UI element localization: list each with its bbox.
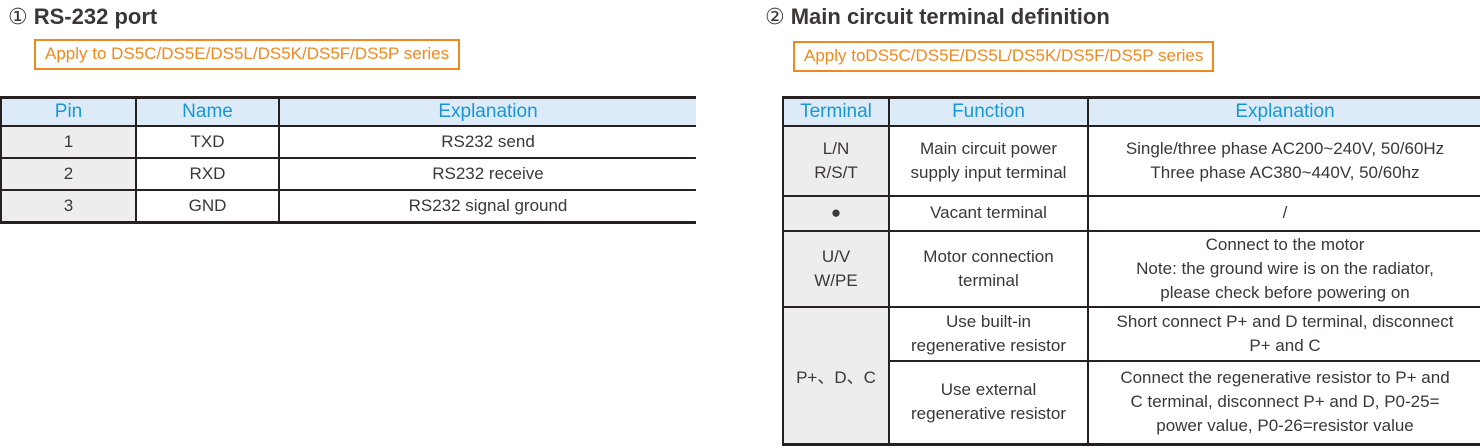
table-row: 1 TXD RS232 send bbox=[0, 124, 696, 159]
function-line: Motor connection bbox=[923, 246, 1054, 266]
cell-explanation: Connect to the motor Note: the ground wi… bbox=[1087, 229, 1480, 308]
apply-note-rs232: Apply to DS5C/DS5E/DS5L/DS5K/DS5F/DS5P s… bbox=[34, 39, 461, 70]
table-row-vacant: ● Vacant terminal / bbox=[782, 194, 1480, 232]
function-line: regenerative resistor bbox=[911, 335, 1066, 355]
cell-pin: 2 bbox=[0, 156, 137, 191]
terminal-line: W/PE bbox=[814, 270, 858, 290]
explanation-line: C terminal, disconnect P+ and D, P0-25= bbox=[1130, 392, 1440, 412]
cell-explanation: Single/three phase AC200~240V, 50/60Hz T… bbox=[1087, 124, 1480, 197]
cell-terminal-merged: P+、D、C bbox=[782, 305, 890, 446]
section-title-text: Main circuit terminal definition bbox=[790, 4, 1110, 29]
table-row-external-resistor: Use external regenerative resistor Conne… bbox=[783, 359, 1480, 446]
main-circuit-terminal-table: Terminal Function Explanation L/N R/S/T … bbox=[782, 96, 1480, 446]
cell-explanation: RS232 send bbox=[278, 124, 696, 159]
table-header-row: Pin Name Explanation bbox=[0, 96, 696, 127]
header-explanation: Explanation bbox=[1087, 96, 1480, 127]
explanation-line: Three phase AC380~440V, 50/60hz bbox=[1150, 162, 1420, 182]
section-title-text: RS-232 port bbox=[33, 4, 158, 29]
table-row: 2 RXD RS232 receive bbox=[0, 156, 696, 191]
explanation-line: please check before powering on bbox=[1160, 282, 1410, 302]
table-row-builtin-resistor: P+、D、C Use built-in regenerative resisto… bbox=[782, 305, 1480, 446]
explanation-line: power value, P0-26=resistor value bbox=[1156, 416, 1414, 436]
cell-name: GND bbox=[135, 188, 280, 224]
cell-name: RXD bbox=[135, 156, 280, 191]
explanation-line: Connect the regenerative resistor to P+ … bbox=[1120, 368, 1450, 388]
cell-explanation: RS232 signal ground bbox=[278, 188, 696, 224]
function-line: terminal bbox=[958, 270, 1019, 290]
section-number: ① bbox=[8, 4, 28, 29]
cell-function: Motor connection terminal bbox=[888, 229, 1089, 308]
cell-function: Main circuit power supply input terminal bbox=[888, 124, 1089, 197]
explanation-line: Note: the ground wire is on the radiator… bbox=[1136, 258, 1434, 278]
function-line: supply input terminal bbox=[910, 162, 1067, 182]
section-number: ② bbox=[765, 4, 785, 29]
apply-note-main-circuit: Apply toDS5C/DS5E/DS5L/DS5K/DS5F/DS5P se… bbox=[793, 41, 1215, 72]
header-name: Name bbox=[135, 96, 280, 127]
cell-explanation: Short connect P+ and D terminal, disconn… bbox=[1087, 305, 1480, 362]
terminal-line: U/V bbox=[821, 246, 851, 266]
cell-function: Use external regenerative resistor bbox=[888, 359, 1089, 446]
vacant-terminal-dot: ● bbox=[830, 203, 842, 222]
function-line: Use built-in bbox=[945, 311, 1032, 331]
header-explanation: Explanation bbox=[278, 96, 696, 127]
function-line: Main circuit power bbox=[920, 138, 1057, 158]
table-row: 3 GND RS232 signal ground bbox=[0, 188, 696, 224]
table-row-motor-connection: U/V W/PE Motor connection terminal Conne… bbox=[782, 229, 1480, 308]
explanation-line: P+ and C bbox=[1249, 335, 1321, 355]
terminal-line: R/S/T bbox=[814, 162, 858, 182]
function-line: Use external bbox=[940, 380, 1037, 400]
header-terminal: Terminal bbox=[782, 96, 890, 127]
explanation-line: Single/three phase AC200~240V, 50/60Hz bbox=[1125, 138, 1445, 158]
cell-pin: 3 bbox=[0, 188, 137, 224]
cell-terminal: ● bbox=[782, 194, 890, 232]
terminal-line: L/N bbox=[822, 138, 850, 158]
table-row-power-input: L/N R/S/T Main circuit power supply inpu… bbox=[782, 124, 1480, 197]
rs232-port-table: Pin Name Explanation 1 TXD RS232 send 2 … bbox=[0, 96, 696, 224]
table-header-row: Terminal Function Explanation bbox=[782, 96, 1480, 127]
cell-explanation: RS232 receive bbox=[278, 156, 696, 191]
function-line: regenerative resistor bbox=[911, 404, 1066, 424]
explanation-line: Connect to the motor bbox=[1205, 234, 1365, 254]
cell-pin: 1 bbox=[0, 124, 137, 159]
cell-function: Vacant terminal bbox=[888, 194, 1089, 232]
cell-function: Use built-in regenerative resistor bbox=[888, 305, 1089, 362]
header-function: Function bbox=[888, 96, 1089, 127]
cell-terminal: L/N R/S/T bbox=[782, 124, 890, 197]
explanation-line: Short connect P+ and D terminal, disconn… bbox=[1116, 311, 1454, 331]
cell-terminal: U/V W/PE bbox=[782, 229, 890, 308]
cell-explanation: / bbox=[1087, 194, 1480, 232]
cell-explanation: Connect the regenerative resistor to P+ … bbox=[1087, 359, 1480, 446]
cell-name: TXD bbox=[135, 124, 280, 159]
header-pin: Pin bbox=[0, 96, 137, 127]
